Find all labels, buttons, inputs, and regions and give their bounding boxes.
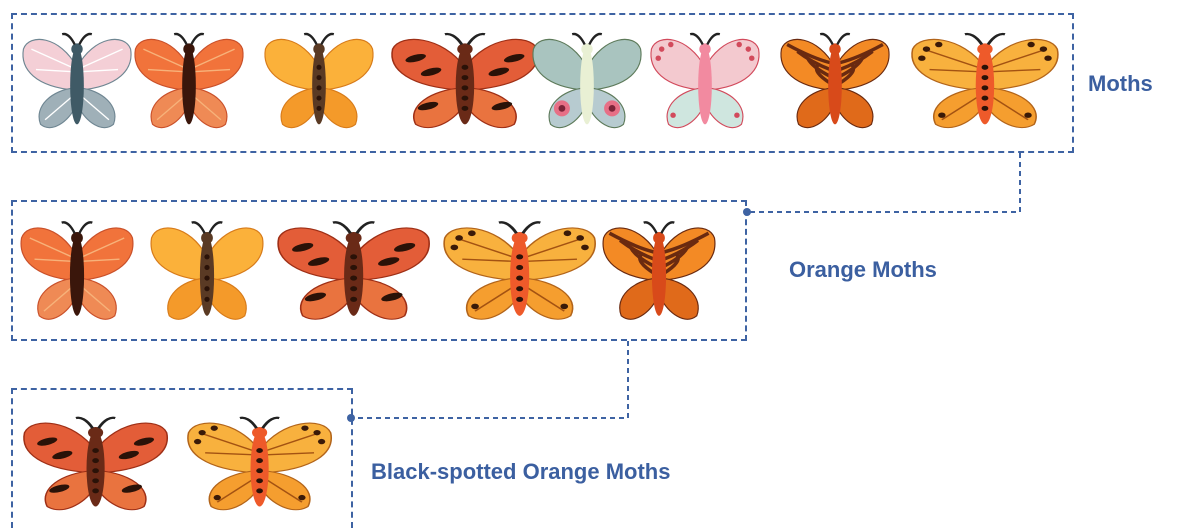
tiger-orange-moth-icon <box>778 24 892 138</box>
connector-moths-to-orange <box>747 153 1020 212</box>
red-banded-moth-icon <box>274 212 433 330</box>
orange-moths-label: Orange Moths <box>789 257 937 283</box>
connector-orange-to-black-spotted <box>351 341 628 418</box>
red-banded-moth-icon <box>388 24 542 138</box>
yellow-rosy-moth-icon <box>262 24 376 138</box>
sage-eyespot-moth-icon <box>530 24 644 138</box>
golden-veined-moth-icon <box>908 24 1062 138</box>
moths-label: Moths <box>1088 71 1153 97</box>
coral-dark-body-moth-icon <box>18 212 136 330</box>
golden-veined-moth-icon <box>440 212 599 330</box>
pastel-patterned-moth-icon <box>648 24 762 138</box>
connector-dot-black-spotted <box>347 414 355 422</box>
black-spotted-orange-moths-label: Black-spotted Orange Moths <box>371 459 670 485</box>
pink-silver-moth-icon <box>20 24 134 138</box>
red-banded-moth-icon <box>20 408 171 520</box>
connector-dot-orange <box>743 208 751 216</box>
coral-dark-body-moth-icon <box>132 24 246 138</box>
golden-veined-moth-icon <box>184 408 335 520</box>
tiger-orange-moth-icon <box>600 212 718 330</box>
yellow-rosy-moth-icon <box>148 212 266 330</box>
